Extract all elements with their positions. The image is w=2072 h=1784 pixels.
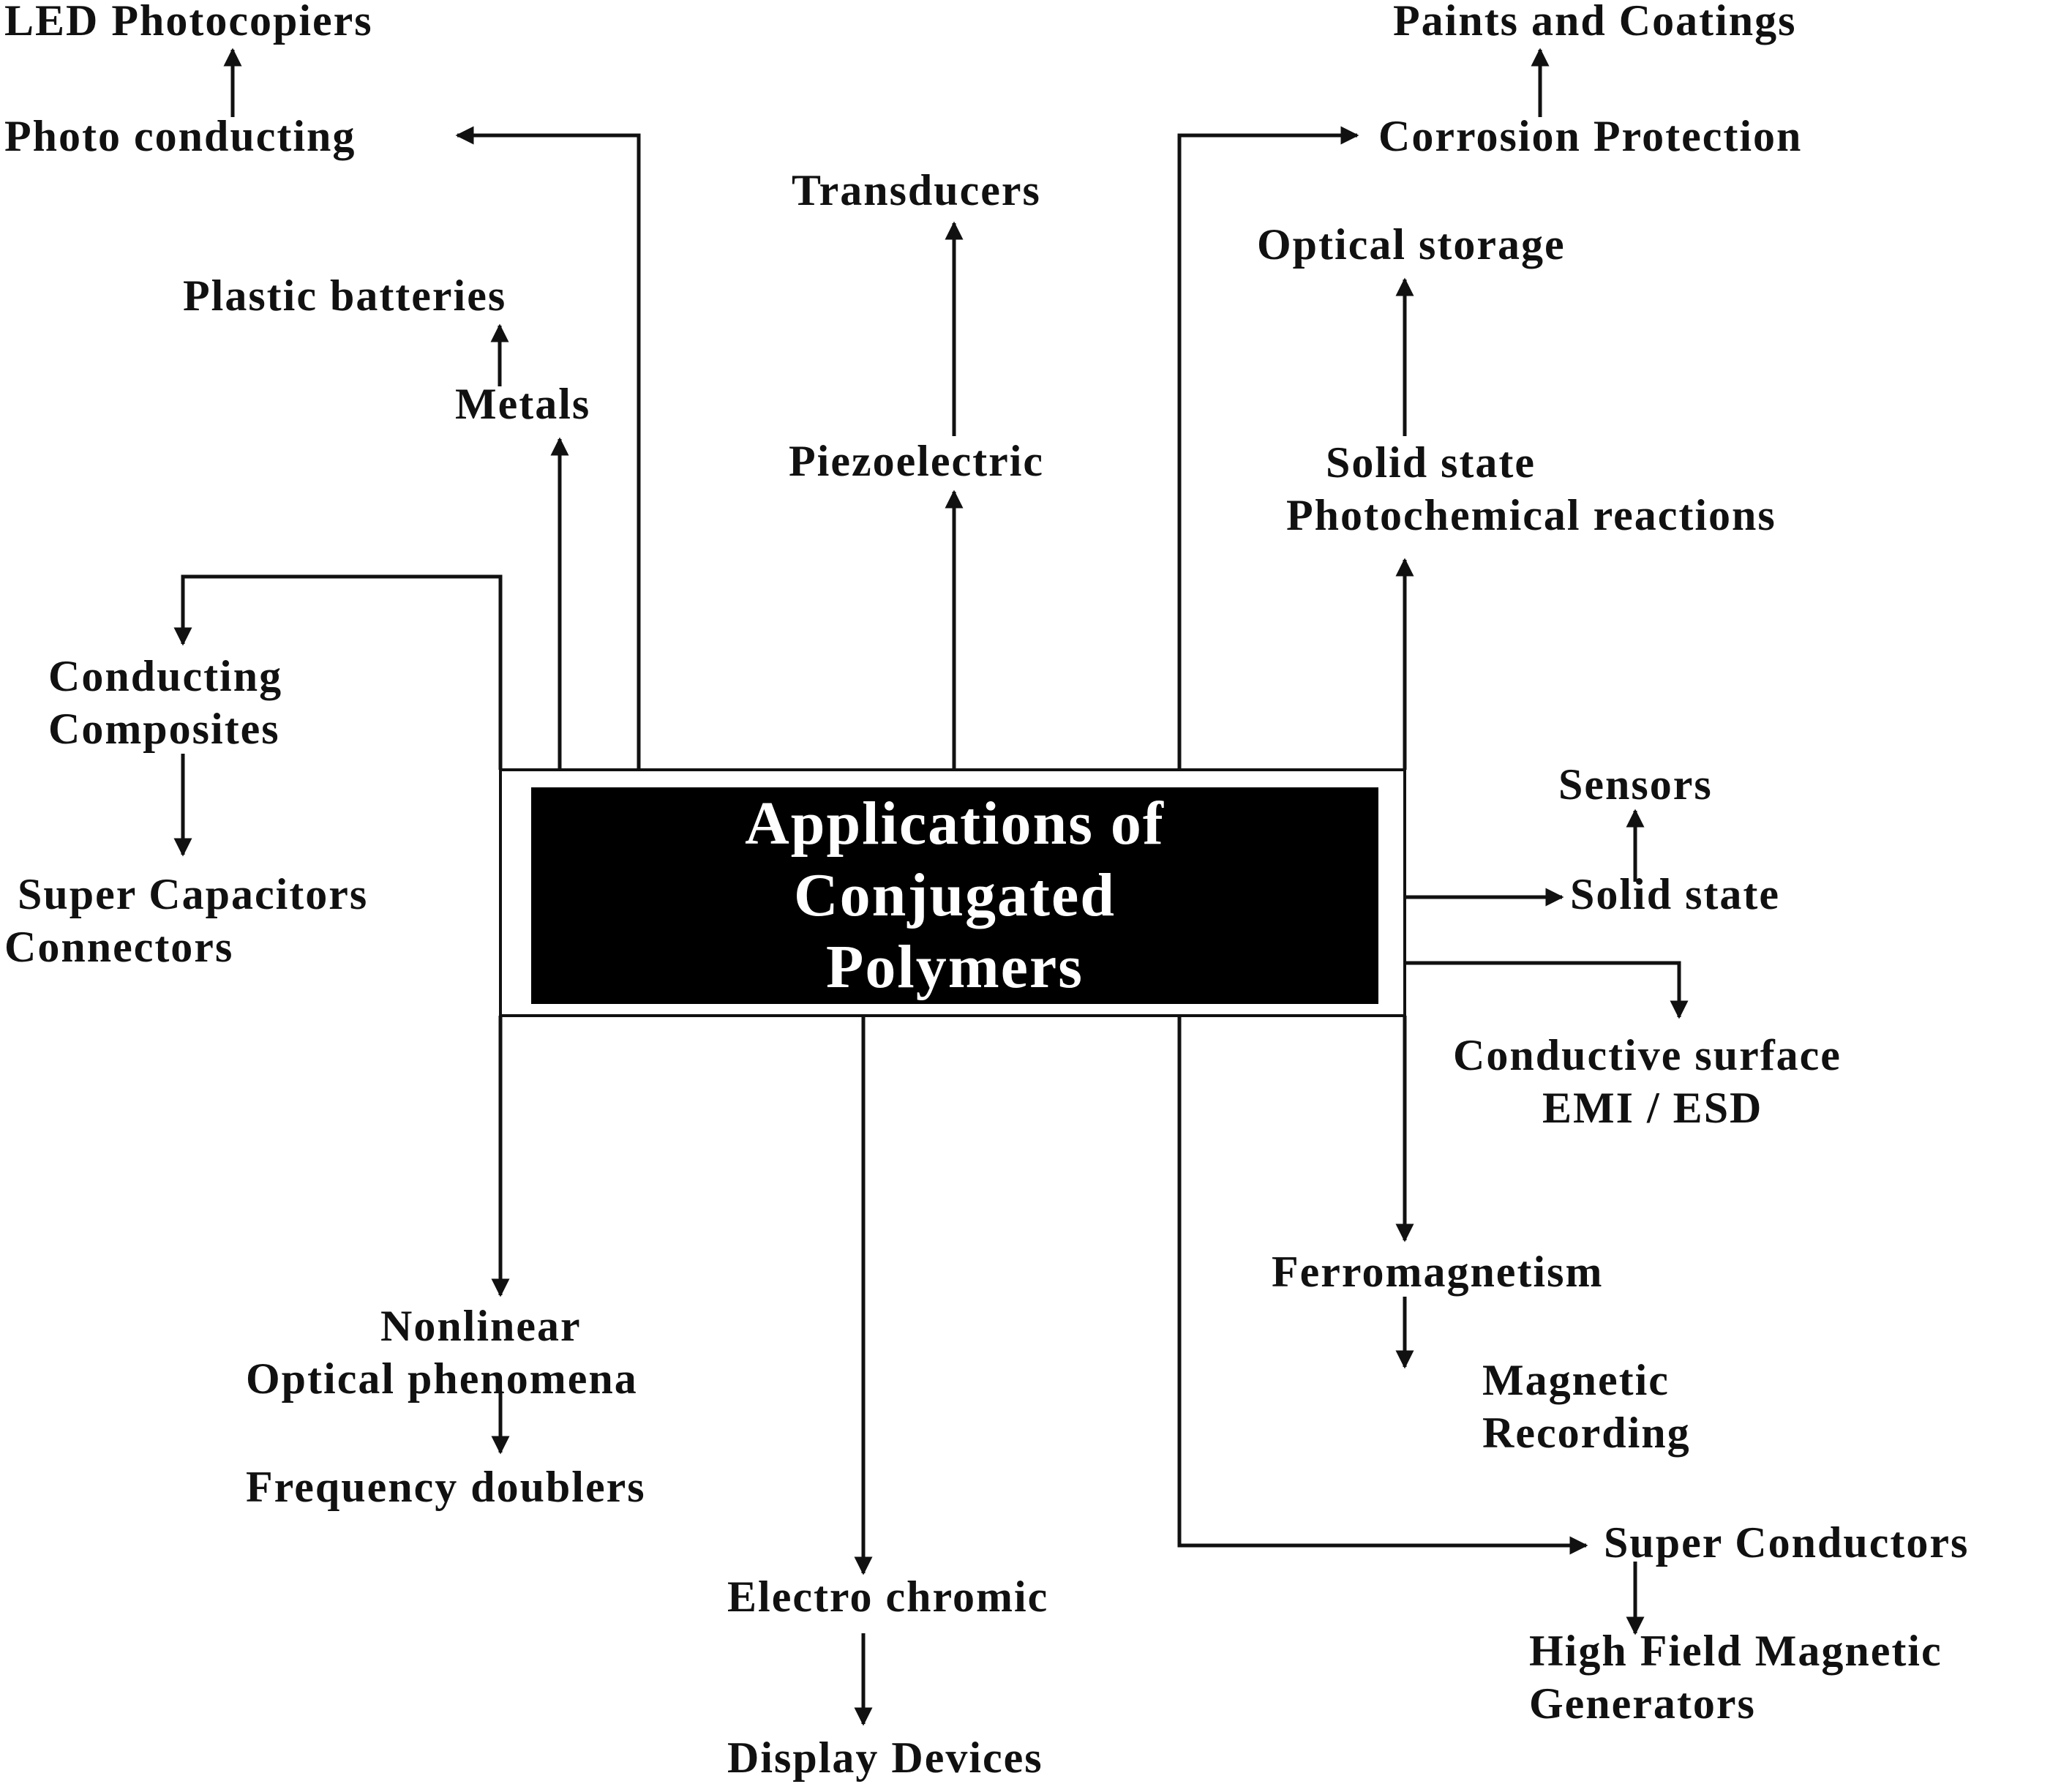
label-photo-conducting: Photo conducting xyxy=(4,112,356,160)
arrow-to-super-conductors xyxy=(1177,1016,1588,1555)
label-magnetic: Magnetic xyxy=(1482,1356,1670,1404)
label-high-field-magnetic: High Field Magnetic xyxy=(1529,1627,1942,1675)
label-paints-and-coatings: Paints and Coatings xyxy=(1393,0,1797,45)
label-plastic-batteries: Plastic batteries xyxy=(183,271,507,320)
label-solid-state-top: Solid state xyxy=(1326,438,1536,487)
label-corrosion-protection: Corrosion Protection xyxy=(1378,112,1803,160)
label-optical-storage: Optical storage xyxy=(1257,220,1566,269)
arrow-to-photo-conducting xyxy=(455,126,641,770)
label-connectors: Connectors xyxy=(4,923,234,971)
label-super-capacitors: Super Capacitors xyxy=(18,870,369,918)
center-title-box: Applications of Conjugated Polymers xyxy=(531,787,1378,1004)
label-transducers: Transducers xyxy=(792,166,1041,214)
label-led-photocopiers: LED Photocopiers xyxy=(4,0,373,45)
label-sensors: Sensors xyxy=(1558,760,1713,809)
arrow-to-conducting-composites xyxy=(173,574,503,770)
label-recording: Recording xyxy=(1482,1409,1691,1457)
arrow-to-conductive-surface xyxy=(1405,961,1689,1019)
arrow-to-corrosion-protection xyxy=(1177,126,1359,770)
label-piezoelectric: Piezoelectric xyxy=(789,437,1045,485)
center-title-line3: Polymers xyxy=(826,933,1084,1001)
label-conductive-surface: Conductive surface xyxy=(1453,1031,1842,1079)
label-optical-phenomena: Optical phenomena xyxy=(246,1354,638,1403)
label-solid-state-right: Solid state xyxy=(1570,870,1781,918)
label-ferromagnetism: Ferromagnetism xyxy=(1272,1248,1604,1296)
label-emi-esd: EMI / ESD xyxy=(1542,1084,1763,1132)
label-metals: Metals xyxy=(455,380,591,428)
label-composites: Composites xyxy=(48,705,280,753)
label-display-devices: Display Devices xyxy=(727,1734,1043,1782)
label-nonlinear: Nonlinear xyxy=(380,1302,582,1350)
label-super-conductors: Super Conductors xyxy=(1604,1518,1970,1567)
center-title-line1: Applications of xyxy=(745,790,1165,858)
label-frequency-doublers: Frequency doublers xyxy=(246,1463,646,1511)
label-generators: Generators xyxy=(1529,1679,1756,1728)
label-conducting: Conducting xyxy=(48,652,283,700)
label-electro-chromic: Electro chromic xyxy=(727,1573,1049,1621)
center-title-line2: Conjugated xyxy=(793,861,1116,929)
label-photochemical-reactions: Photochemical reactions xyxy=(1286,491,1776,539)
